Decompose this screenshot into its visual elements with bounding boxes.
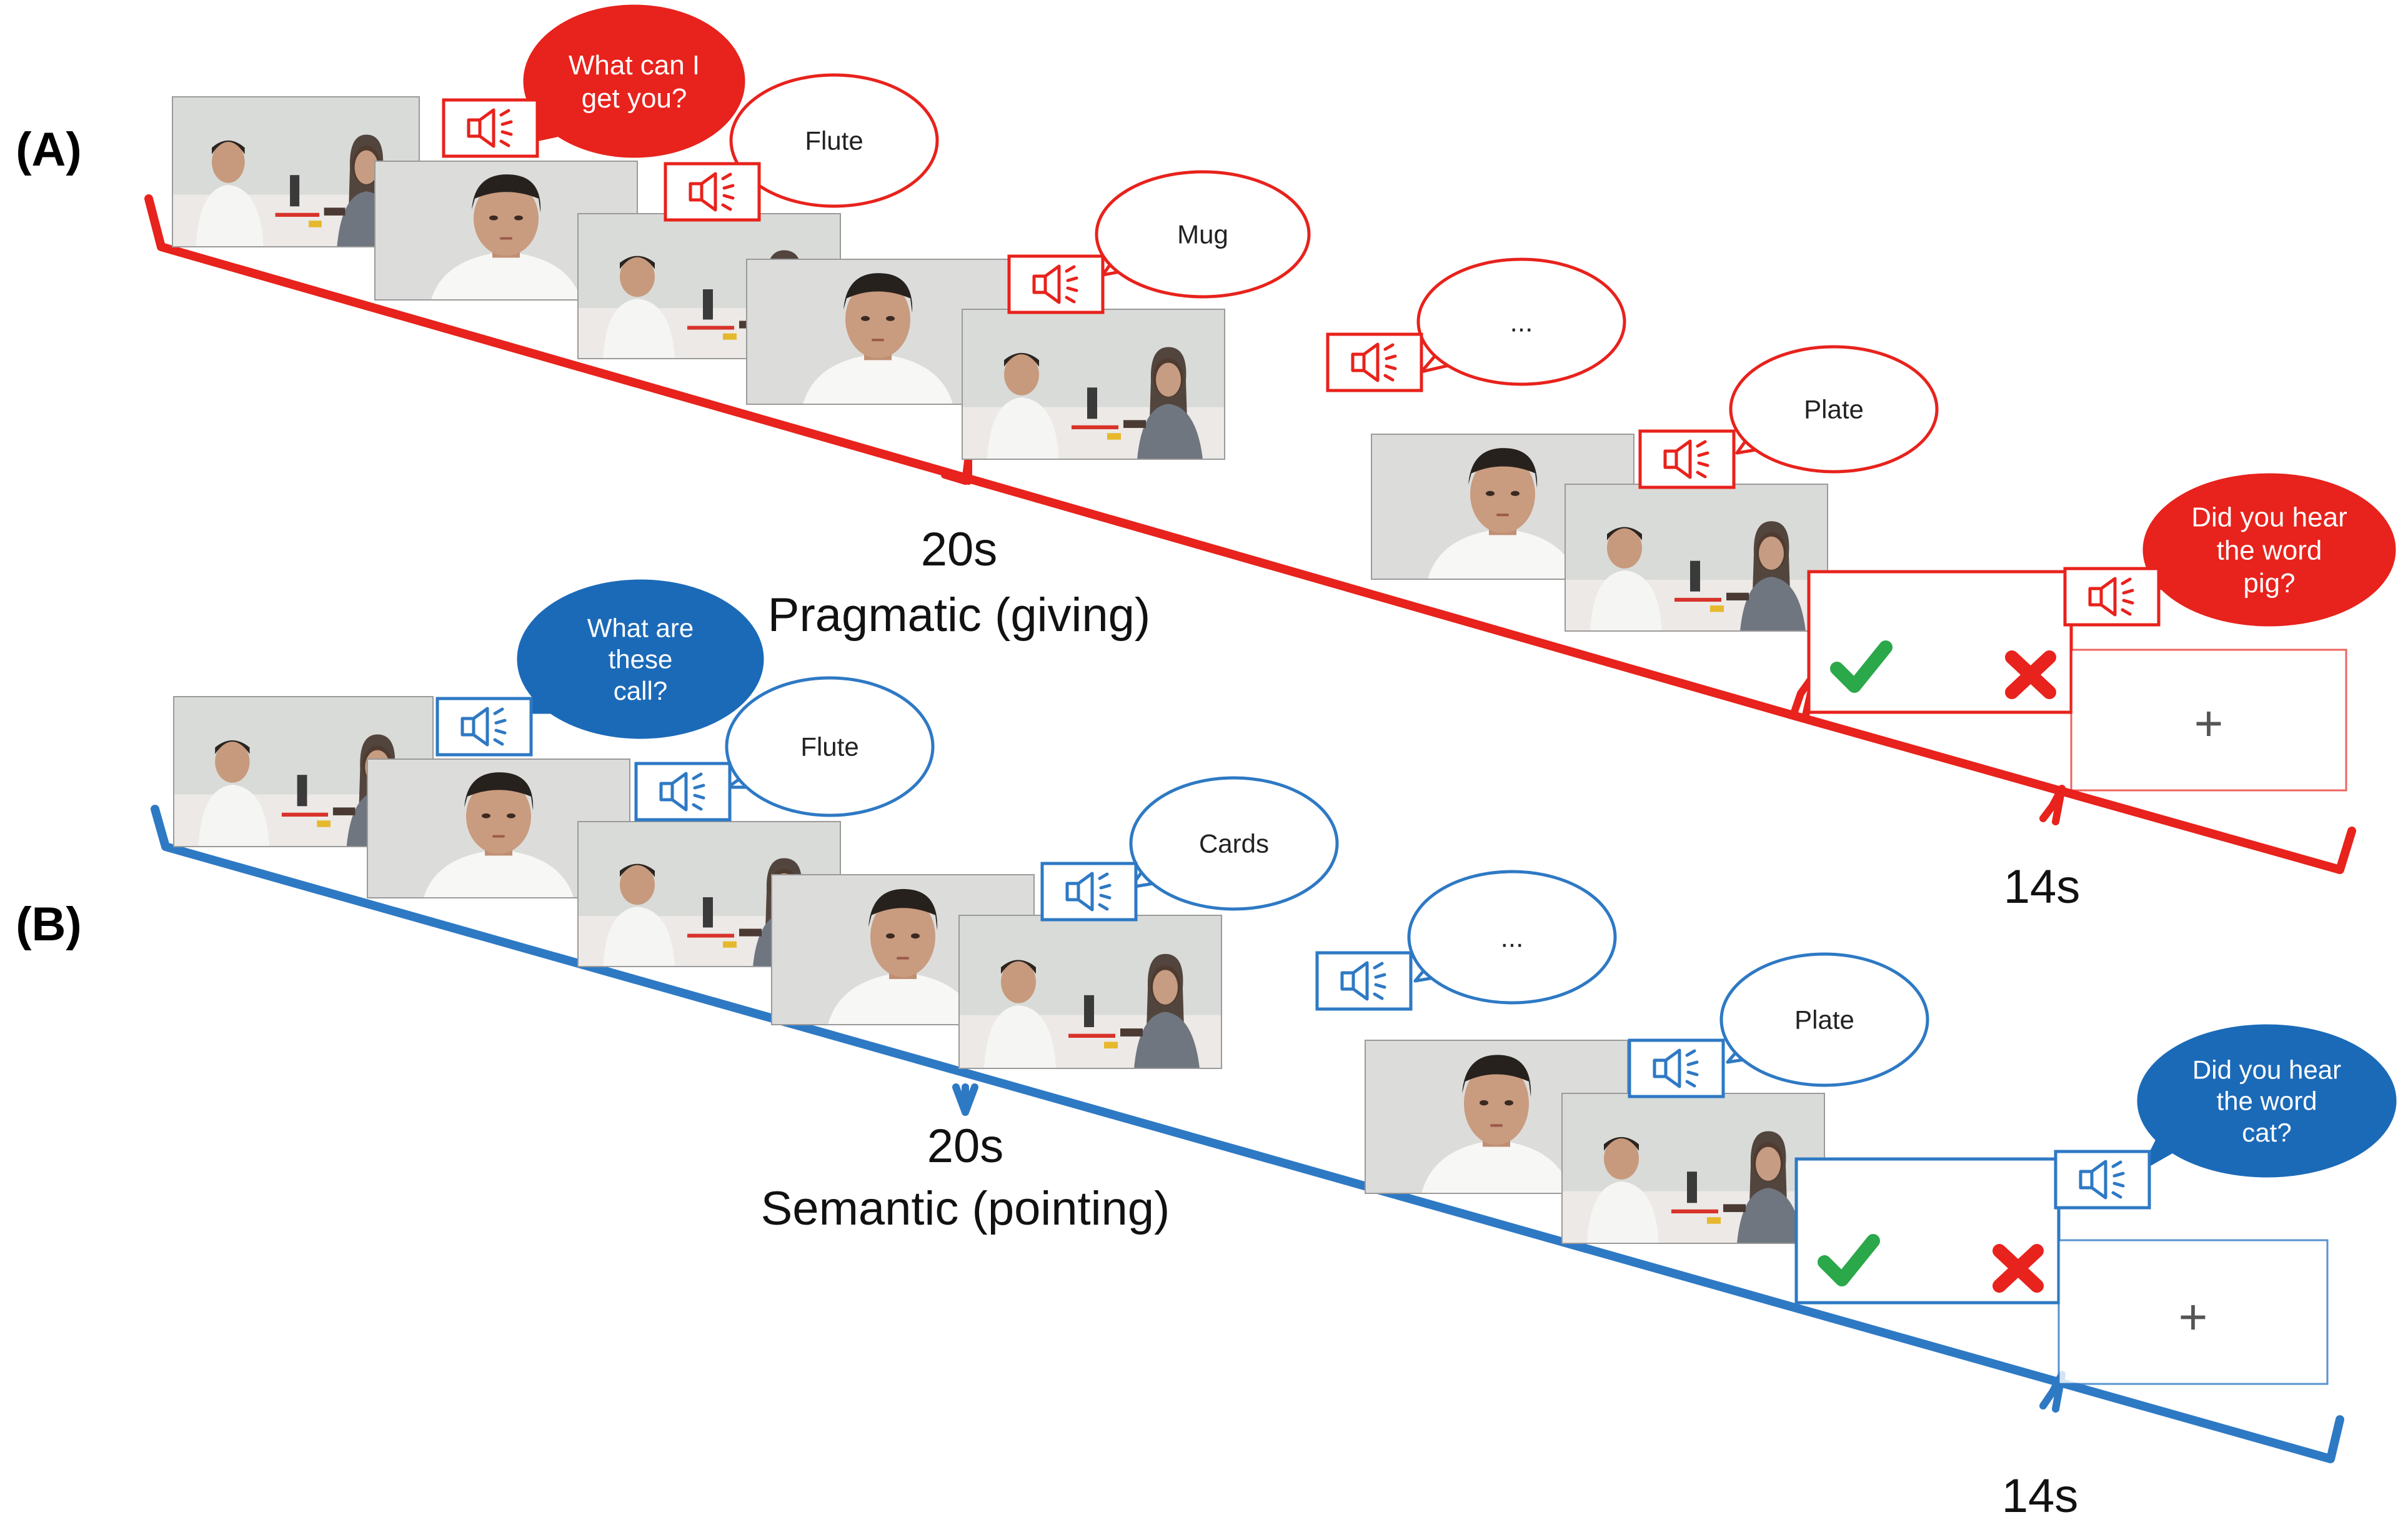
speech-bubble: Flute [729, 73, 939, 208]
speaker-icon [1315, 951, 1413, 1011]
bubble-text: Flute [805, 126, 863, 156]
checkmark-icon [1830, 640, 1893, 693]
panel-label-a: (A) [16, 123, 82, 176]
speaker-icon [1326, 332, 1423, 392]
speaker-icon [1638, 429, 1736, 489]
speech-bubble: ... [1416, 257, 1626, 386]
checkmark-icon [1818, 1234, 1880, 1286]
timeline-semantic [151, 805, 2344, 1463]
condition-label-b: Semantic (pointing) [761, 1182, 1170, 1235]
bubble-text: Plate [1794, 1005, 1854, 1035]
bubble-text: Cards [1199, 829, 1269, 858]
speech-bubble: Plate [1719, 952, 1929, 1087]
condition-label-a: Pragmatic (giving) [768, 589, 1150, 642]
speaker-icon [634, 762, 732, 822]
timeline-tick [2039, 1371, 2066, 1413]
speaker-icon [435, 697, 533, 757]
speaker-icon [1040, 862, 1138, 922]
fixation-cross-icon: + [2179, 1289, 2208, 1345]
speech-bubble: Mug [1095, 170, 1311, 299]
speaker-icon [664, 162, 761, 222]
fixation-screen [2057, 1239, 2329, 1385]
speech-bubble: Cards [1129, 776, 1339, 911]
table-scene-photo [959, 915, 1221, 1068]
duration-label-a: 20s [921, 523, 998, 576]
speech-bubble: Flute [725, 676, 935, 817]
question-duration-b: 14s [2002, 1470, 2079, 1523]
timeline-tick [2039, 785, 2066, 825]
speaker-icon [1007, 254, 1105, 314]
cross-icon [2005, 650, 2056, 699]
table-scene-photo [1562, 1093, 1824, 1243]
bubble-text: Plate [1804, 395, 1864, 424]
bubble-text: Mug [1177, 220, 1228, 249]
bubble-text: Flute [800, 732, 858, 762]
duration-label-b: 20s [927, 1120, 1004, 1173]
bubble-text: ... [1510, 307, 1533, 337]
speaker-icon [1628, 1038, 1725, 1098]
speaker-icon [442, 98, 539, 158]
fixation-cross-icon: + [2194, 695, 2224, 751]
speaker-icon [2054, 1150, 2151, 1210]
cross-icon [1993, 1244, 2044, 1293]
question-duration-a: 14s [2004, 860, 2081, 913]
table-scene-photo [1565, 484, 1828, 631]
bubble-text: ... [1501, 922, 1524, 953]
fixation-screen [2070, 649, 2347, 792]
speaker-icon [2063, 567, 2161, 627]
table-scene-photo [962, 309, 1225, 459]
panel-label-b: (B) [16, 898, 82, 951]
response-screen [1807, 570, 2073, 714]
speech-bubble: Plate [1729, 345, 1939, 474]
speech-bubble: ... [1407, 870, 1617, 1005]
